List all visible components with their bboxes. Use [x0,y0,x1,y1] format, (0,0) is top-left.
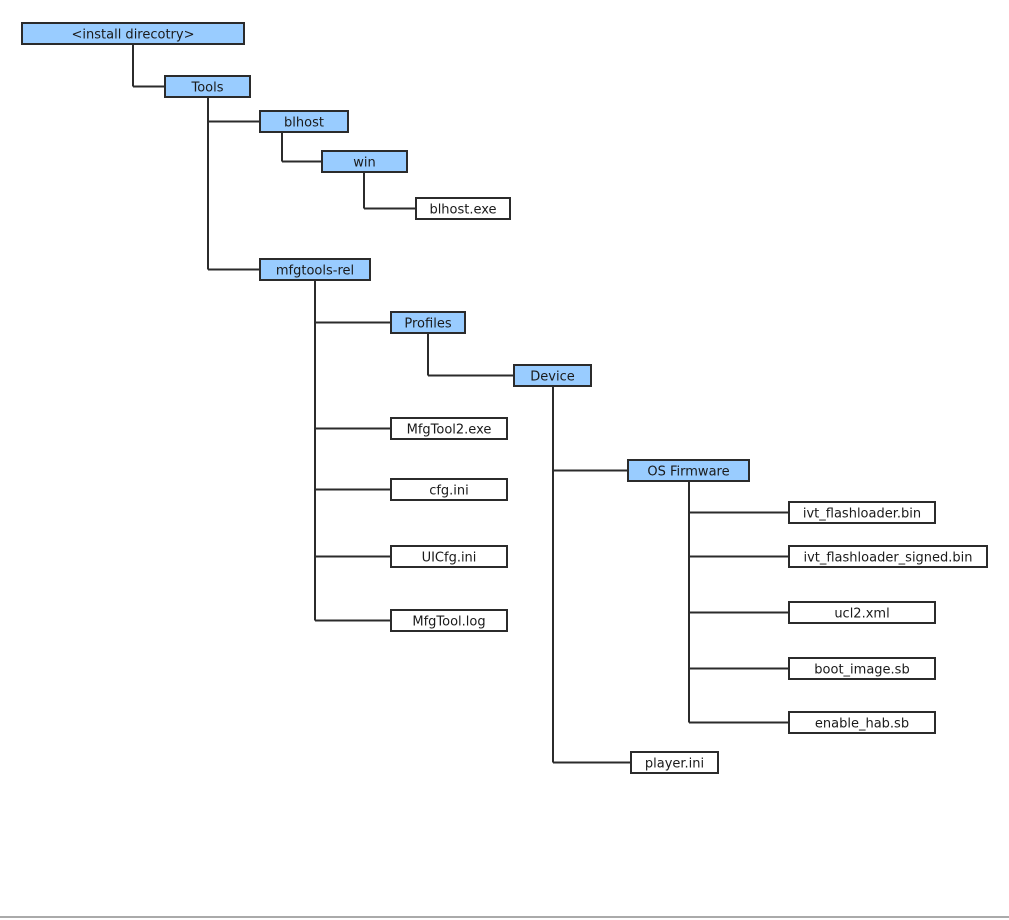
file-box [630,751,719,774]
file-node-blhost-exe: blhost.exe [415,197,511,220]
file-box [788,711,936,734]
file-box [788,545,988,568]
file-box [788,601,936,624]
file-box [390,417,508,440]
folder-node-install-directory: <install direcotry> [21,22,245,45]
folder-node-profiles: Profiles [390,311,466,334]
folder-box [21,22,245,45]
node-label: OS Firmware [647,465,729,480]
node-label: mfgtools-rel [276,264,354,279]
folder-node-blhost: blhost [259,110,349,133]
file-node-ivt-flashloader-signed-bin: ivt_flashloader_signed.bin [788,545,988,568]
folder-box [259,110,349,133]
folder-box [390,311,466,334]
folder-box [627,459,750,482]
node-label: Profiles [404,317,451,332]
node-label: Tools [190,81,223,96]
file-box [390,545,508,568]
file-node-uicfg-ini: UICfg.ini [390,545,508,568]
folder-node-win: win [321,150,408,173]
file-node-ucl2-xml: ucl2.xml [788,601,936,624]
node-label: ucl2.xml [834,607,889,622]
file-node-enable-hab-sb: enable_hab.sb [788,711,936,734]
file-node-mfgtool-log: MfgTool.log [390,609,508,632]
file-node-ivt-flashloader-bin: ivt_flashloader.bin [788,501,936,524]
node-label: UICfg.ini [422,551,477,566]
file-box [390,609,508,632]
node-label: Device [530,370,574,385]
file-box [788,501,936,524]
connector-lines [132,44,789,764]
node-label: <install direcotry> [72,28,195,43]
node-label: player.ini [645,757,704,772]
folder-node-tools: Tools [164,75,251,98]
node-label: blhost.exe [429,203,496,218]
node-label: boot_image.sb [814,663,909,678]
folder-node-mfgtools-rel: mfgtools-rel [259,258,371,281]
folder-node-device: Device [513,364,592,387]
node-label: MfgTool2.exe [407,423,492,438]
file-node-cfg-ini: cfg.ini [390,478,508,501]
folder-node-os-firmware: OS Firmware [627,459,750,482]
node-label: MfgTool.log [412,615,485,630]
folder-box [259,258,371,281]
file-box [415,197,511,220]
node-label: cfg.ini [429,484,469,499]
folder-box [321,150,408,173]
node-label: win [353,156,375,171]
node-label: ivt_flashloader_signed.bin [803,551,972,566]
node-label: enable_hab.sb [815,717,909,732]
file-box [390,478,508,501]
file-node-mfgtool2-exe: MfgTool2.exe [390,417,508,440]
folder-box [513,364,592,387]
file-node-player-ini: player.ini [630,751,719,774]
file-node-boot-image-sb: boot_image.sb [788,657,936,680]
folder-box [164,75,251,98]
node-label: blhost [284,116,324,131]
node-label: ivt_flashloader.bin [803,507,921,522]
file-box [788,657,936,680]
tree-nodes: <install direcotry> Tools blhost win blhost.… [21,22,988,774]
